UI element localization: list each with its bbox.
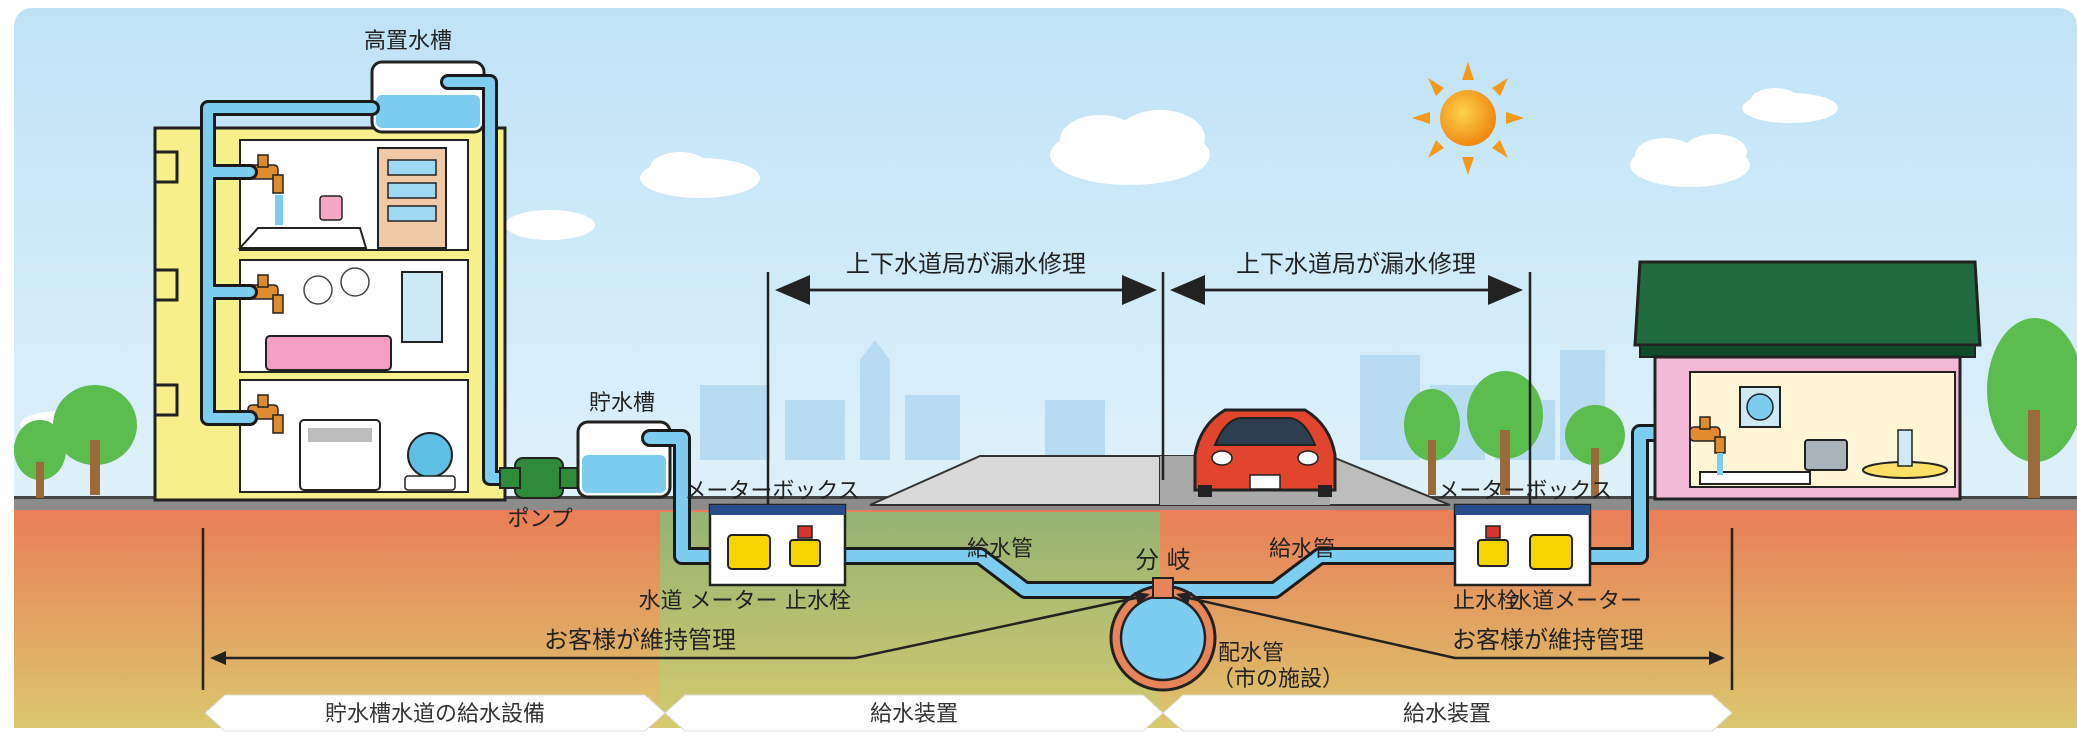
stopcock-icon (1477, 539, 1509, 567)
stopcock-right-label: 止水栓 (1453, 589, 1519, 614)
customer-left-label: お客様が維持管理 (544, 626, 736, 654)
vase-icon (1897, 429, 1913, 467)
supply-pipe-right-label: 給水管 (1269, 537, 1335, 562)
pump-label: ポンプ (507, 507, 572, 532)
meter-box-left-label: メーターボックス (684, 479, 859, 504)
band-label: 給水装置 (1403, 702, 1491, 727)
bathtub-icon (265, 335, 392, 371)
customer-right-label: お客様が維持管理 (1452, 626, 1644, 654)
supply-pipe-left-label: 給水管 (967, 537, 1033, 562)
trees (14, 318, 2077, 498)
cup-icon (319, 195, 343, 221)
faucet-icon (1689, 416, 1726, 454)
dimension-lines (201, 272, 1734, 690)
bottom-bands: 貯水槽水道の給水設備 給水装置 給水装置 (204, 694, 1733, 732)
water-meter-icon (1529, 534, 1573, 570)
stopcock-icon (789, 539, 821, 567)
repair-left-label: 上下水道局が漏水修理 (846, 250, 1086, 278)
water-meter-icon (727, 534, 771, 570)
dimension-arrowheads (210, 592, 1725, 665)
band-supply-device-right (1162, 694, 1733, 732)
car-icon (1193, 408, 1337, 497)
elevated-tank (370, 60, 486, 134)
pump-icon (499, 457, 579, 499)
branch-label: 分 岐 (1135, 546, 1191, 574)
distribution-main-pipe (1109, 577, 1217, 692)
toilet-icon (407, 432, 453, 478)
main-pipe-label: 配水管 (1218, 641, 1284, 666)
house (1633, 260, 1982, 501)
pot-icon (1804, 439, 1848, 471)
meter-box-left (708, 503, 847, 587)
meter-box-right (1453, 503, 1592, 587)
water-meter-left-label: 水道 メーター (639, 589, 778, 614)
repair-right-label: 上下水道局が漏水修理 (1236, 250, 1476, 278)
mirror-icon (401, 271, 443, 343)
meter-box-right-label: メーターボックス (1437, 479, 1612, 504)
elevated-tank-label: 高置水槽 (364, 29, 452, 54)
water-meter-right-label: 水道メーター (1510, 589, 1642, 614)
supply-pipe (641, 424, 1709, 599)
storage-tank-label: 貯水槽 (589, 391, 655, 416)
stopcock-left-label: 止水栓 (785, 589, 851, 614)
band-label: 貯水槽水道の給水設備 (325, 702, 545, 727)
main-pipe-note: （市の施設） (1212, 667, 1344, 692)
band-label: 給水装置 (870, 702, 958, 727)
sun-icon (1412, 62, 1524, 175)
